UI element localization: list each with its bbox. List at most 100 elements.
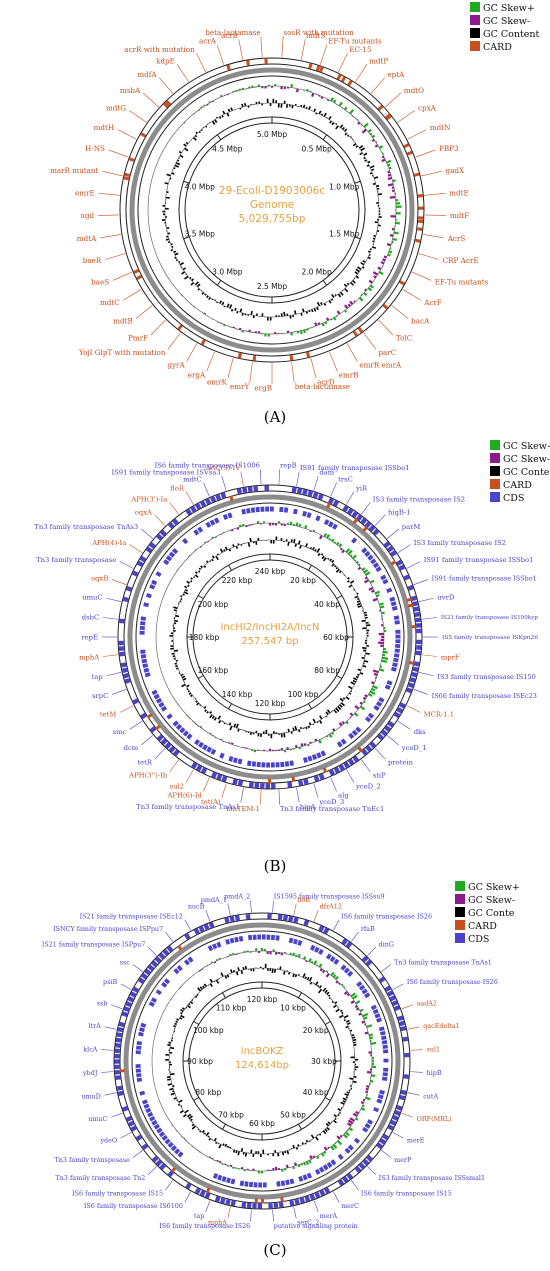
gc-skew-mark bbox=[318, 739, 322, 744]
cds-feature bbox=[368, 525, 376, 532]
cds-feature bbox=[375, 701, 383, 707]
cds-gene-label: yceD_1 bbox=[401, 744, 427, 752]
scale-tick bbox=[216, 134, 222, 140]
card-feature bbox=[407, 603, 414, 608]
gc-skew-mark bbox=[359, 705, 366, 711]
cds-feature bbox=[307, 490, 314, 497]
cds-feature bbox=[362, 1126, 369, 1133]
cds-feature bbox=[311, 754, 318, 761]
card-gene-label: mdtN bbox=[430, 123, 451, 132]
cds-feature bbox=[151, 1155, 159, 1163]
card-feature bbox=[315, 65, 321, 72]
cds-feature bbox=[376, 1142, 383, 1150]
gc-content-mark bbox=[226, 112, 230, 117]
gc-skew-mark bbox=[290, 83, 294, 88]
cds-feature bbox=[156, 533, 163, 541]
gc-skew-mark bbox=[323, 533, 328, 538]
gc-skew-mark bbox=[344, 304, 349, 310]
card-gene-label: AcrF bbox=[423, 298, 442, 307]
gc-content-mark bbox=[342, 697, 346, 700]
gc-content-mark bbox=[185, 141, 189, 145]
gc-content-mark bbox=[222, 1143, 225, 1146]
cds-feature bbox=[161, 1134, 168, 1141]
cds-feature bbox=[159, 1163, 167, 1171]
cds-feature bbox=[183, 959, 190, 966]
cds-feature bbox=[356, 981, 363, 988]
gc-skew-mark bbox=[361, 1020, 366, 1024]
cds-feature bbox=[216, 941, 222, 948]
cds-feature bbox=[179, 727, 186, 734]
gc-content-mark bbox=[188, 692, 192, 695]
gc-content-mark bbox=[352, 1038, 357, 1042]
card-gene-label: kdpE bbox=[156, 56, 175, 65]
gc-content-mark bbox=[357, 266, 362, 271]
gc-content-mark bbox=[338, 1014, 344, 1019]
label-leader bbox=[346, 343, 358, 362]
cds-gene-label: tap bbox=[194, 1212, 204, 1220]
cds-gene-label: ybdJ bbox=[82, 1069, 98, 1077]
card-feature bbox=[336, 74, 342, 80]
cds-feature bbox=[139, 1027, 145, 1033]
cds-feature bbox=[149, 584, 156, 590]
gc-skew-mark bbox=[381, 611, 385, 615]
gc-content-mark bbox=[317, 553, 321, 557]
gc-skew-baseline bbox=[151, 950, 373, 1172]
card-gene-label: mdtH bbox=[94, 123, 115, 132]
card-feature bbox=[382, 303, 389, 310]
gc-content-mark bbox=[184, 1109, 189, 1114]
card-gene-label: acrA bbox=[199, 37, 217, 46]
cds-feature bbox=[376, 1098, 383, 1104]
cds-feature bbox=[145, 593, 152, 599]
cds-feature bbox=[140, 654, 147, 659]
card-gene-label: floR bbox=[170, 484, 185, 492]
gc-skew-mark bbox=[361, 567, 366, 571]
card-gene-label: mdtA bbox=[77, 234, 97, 243]
gc-skew-mark bbox=[368, 279, 373, 284]
gc-skew-mark bbox=[297, 953, 301, 958]
gc-content-mark bbox=[208, 1137, 212, 1141]
gc-content-mark bbox=[224, 975, 228, 979]
gc-content-mark bbox=[249, 731, 252, 735]
gc-content-mark bbox=[211, 715, 215, 720]
label-leader bbox=[184, 919, 191, 931]
center-title-line: Genome bbox=[250, 199, 294, 211]
cds-feature bbox=[302, 489, 308, 496]
gc-skew-mark bbox=[300, 743, 304, 747]
card-gene-label: mdtP bbox=[369, 56, 388, 65]
gc-content-mark bbox=[316, 306, 319, 311]
gc-skew-mark bbox=[305, 1161, 310, 1166]
gc-skew-mark bbox=[371, 687, 376, 692]
gc-content-mark bbox=[324, 989, 328, 994]
gc-skew-mark bbox=[382, 650, 388, 654]
gc-content-mark bbox=[164, 182, 169, 185]
cds-feature bbox=[390, 666, 397, 672]
cds-feature bbox=[392, 1114, 399, 1121]
gc-skew-mark bbox=[368, 693, 373, 697]
label-leader bbox=[203, 777, 210, 792]
gc-skew-mark bbox=[363, 292, 368, 297]
cds-feature bbox=[217, 1174, 223, 1181]
gc-content-mark bbox=[343, 128, 348, 132]
gc-content-mark bbox=[322, 987, 327, 992]
legend-item: GC Skew- bbox=[470, 15, 539, 28]
card-gene-label: EC-15 bbox=[349, 45, 372, 54]
gc-content-mark bbox=[372, 182, 376, 186]
gc-content-mark bbox=[351, 279, 356, 284]
scale-tick-label: 60 kbp bbox=[323, 633, 349, 642]
gc-skew-mark bbox=[369, 579, 375, 584]
cds-gene-label: IS91 family transposase ISSbo1 bbox=[300, 464, 410, 472]
gc-content-mark bbox=[186, 1004, 191, 1009]
cds-feature bbox=[171, 548, 179, 555]
gc-skew-mark bbox=[364, 579, 370, 584]
cds-feature bbox=[399, 1094, 406, 1101]
gc-content-mark bbox=[215, 979, 220, 984]
legend-label: CARD bbox=[483, 42, 512, 53]
cds-feature bbox=[219, 752, 225, 759]
gc-content-mark bbox=[342, 1097, 347, 1101]
gc-content-mark bbox=[347, 1022, 351, 1025]
cds-feature bbox=[160, 705, 168, 712]
gc-skew-mark bbox=[338, 722, 343, 727]
label-leader bbox=[221, 783, 227, 799]
scale-tick bbox=[228, 564, 232, 571]
